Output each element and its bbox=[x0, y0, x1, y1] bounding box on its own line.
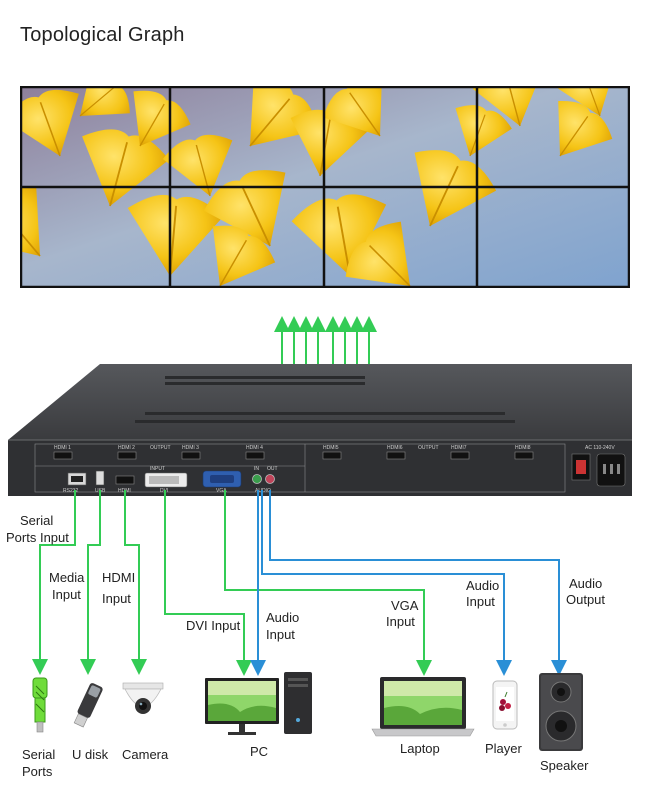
input-port-label: VGA bbox=[216, 488, 227, 494]
hdmi-output-ports bbox=[53, 451, 534, 460]
device-labels: Serial Ports U disk Camera PC Laptop Pla… bbox=[22, 741, 589, 779]
connection-label: Ports Input bbox=[6, 530, 69, 545]
power-switch bbox=[571, 453, 591, 481]
serial-cable-icon bbox=[32, 677, 48, 733]
connection-label: Input bbox=[102, 591, 131, 606]
connection-label: Audio bbox=[569, 576, 602, 591]
input-port-label: DVI bbox=[160, 488, 168, 494]
audio-in-jack bbox=[252, 474, 262, 484]
connection-label: Serial bbox=[20, 513, 53, 528]
page-title: Topological Graph bbox=[20, 24, 185, 46]
input-port-label: IN bbox=[254, 466, 259, 472]
connection-label: HDMI bbox=[102, 570, 135, 585]
desktop-pc-icon bbox=[205, 672, 312, 735]
audio-out-jack bbox=[265, 474, 275, 484]
output-arrows bbox=[274, 316, 377, 392]
hdmi-input-connection-line bbox=[124, 490, 147, 675]
connection-label: Audio bbox=[466, 578, 499, 593]
vga-connection-line bbox=[224, 490, 432, 676]
input-ports: RS232 USB HDMI DVI VGA IN OUT AUDIO bbox=[63, 466, 278, 494]
connection-label: Output bbox=[566, 592, 605, 607]
audio-label: AUDIO bbox=[255, 488, 271, 494]
output-port-label: HDMI 2 bbox=[118, 445, 135, 451]
output-port-label: HDMI8 bbox=[515, 445, 531, 451]
serial-connection-line bbox=[32, 490, 76, 675]
audio-input-player-line bbox=[261, 490, 512, 676]
dvi-connection-line bbox=[164, 490, 252, 676]
output-group-label: OUTPUT bbox=[418, 445, 439, 451]
connection-label: Media bbox=[49, 570, 85, 585]
output-port-labels: HDMI 1 HDMI 2 HDMI 3 HDMI 4 HDMI5 HDMI6 … bbox=[54, 445, 531, 472]
connection-label: Input bbox=[466, 594, 495, 609]
rj45-port bbox=[67, 472, 87, 486]
input-port-label: OUT bbox=[267, 466, 278, 472]
output-port-label: HDMI6 bbox=[387, 445, 403, 451]
device-label: Ports bbox=[22, 764, 53, 779]
device-label: Laptop bbox=[400, 741, 440, 756]
media-player-icon bbox=[492, 680, 518, 730]
connection-label: DVI Input bbox=[186, 618, 241, 633]
dome-camera-icon bbox=[122, 682, 164, 714]
input-port-label: HDMI bbox=[118, 488, 131, 494]
power-socket bbox=[596, 453, 626, 487]
input-port-label: RS232 bbox=[63, 488, 79, 494]
device-label: Serial bbox=[22, 747, 55, 762]
bezel-grid bbox=[20, 86, 630, 288]
connection-label: Input bbox=[386, 614, 415, 629]
dvi-port bbox=[144, 472, 188, 488]
device-label: Camera bbox=[122, 747, 169, 762]
output-port-label: HDMI7 bbox=[451, 445, 467, 451]
power-section: AC 110-240V bbox=[571, 445, 626, 487]
input-port-label: USB bbox=[95, 488, 106, 494]
output-port-label: HDMI5 bbox=[323, 445, 339, 451]
connection-label: Input bbox=[52, 587, 81, 602]
usb-drive-icon bbox=[73, 683, 103, 728]
speaker-icon bbox=[539, 673, 583, 751]
connection-label: VGA bbox=[391, 598, 419, 613]
device-label: PC bbox=[250, 744, 268, 759]
output-port-label: HDMI 4 bbox=[246, 445, 263, 451]
device-label: U disk bbox=[72, 747, 109, 762]
laptop-icon bbox=[371, 677, 475, 737]
connection-labels: Serial Ports Input Media Input HDMI Inpu… bbox=[6, 513, 605, 642]
power-label: AC 110-240V bbox=[585, 445, 615, 451]
output-group-label: OUTPUT bbox=[150, 445, 171, 451]
device-label: Speaker bbox=[540, 758, 589, 773]
usb-port bbox=[95, 470, 105, 486]
video-wall bbox=[20, 86, 630, 288]
audio-output-line bbox=[269, 490, 567, 676]
input-group-label: INPUT bbox=[150, 466, 165, 472]
device-label: Player bbox=[485, 741, 523, 756]
connection-label: Audio bbox=[266, 610, 299, 625]
matrix-device bbox=[8, 364, 632, 496]
output-port-label: HDMI 1 bbox=[54, 445, 71, 451]
connection-label: Input bbox=[266, 627, 295, 642]
output-port-label: HDMI 3 bbox=[182, 445, 199, 451]
vga-port bbox=[202, 470, 242, 488]
media-connection-line bbox=[80, 490, 101, 675]
hdmi-input-port bbox=[115, 475, 135, 485]
